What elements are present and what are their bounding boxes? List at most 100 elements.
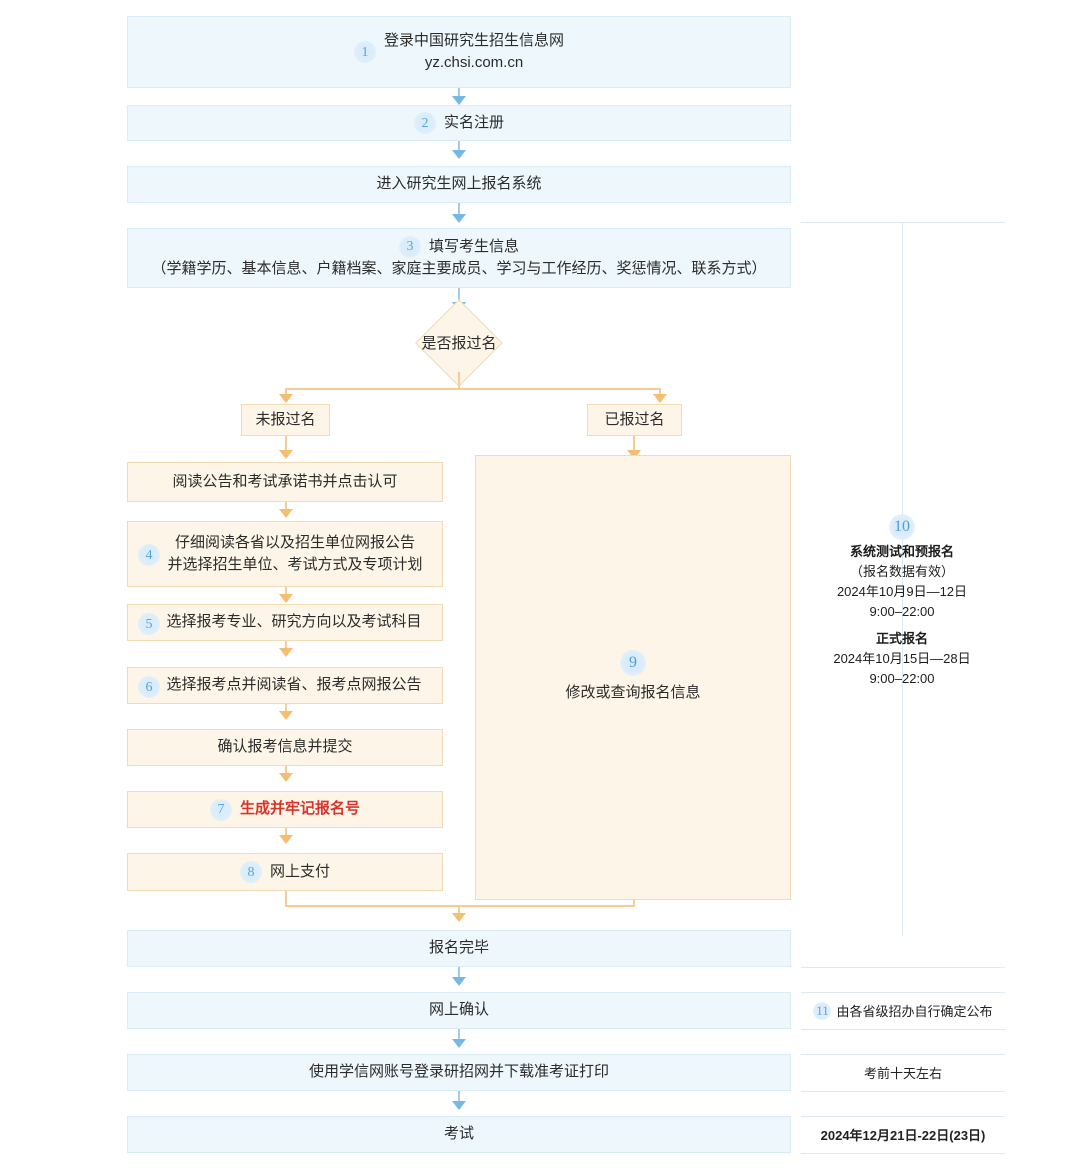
step-badge-5: 5 (138, 613, 160, 635)
merge-down-stem (458, 905, 460, 916)
panel-divider-top (801, 222, 1005, 223)
arrow-ls0-ls1 (279, 509, 293, 518)
connector-ls2-ls3 (285, 641, 287, 652)
schedule-row-exam-date: 2024年12月21日-22日(23日) (801, 1116, 1005, 1153)
step-9-label: 修改或查询报名信息 (565, 684, 701, 702)
branch-right-drop (659, 388, 661, 398)
connector-tail0-tail1 (458, 967, 460, 981)
connector-ls5-ls6 (285, 828, 287, 839)
left-step-step-7: 7 生成并牢记报名号 (127, 791, 443, 828)
connector-ls4-ls5 (285, 766, 287, 777)
step-badge-6: 6 (138, 676, 160, 698)
flow-node-step-9: 9 修改或查询报名信息 (475, 455, 791, 900)
enter-system-label: 进入研究生网上报名系统 (376, 175, 542, 193)
tail-step-2-label: 使用学信网账号登录研招网并下载准考证打印 (308, 1063, 609, 1081)
arrow-ls3-ls4 (279, 711, 293, 720)
arrow-ls2-ls3 (279, 648, 293, 657)
branch-node-already-registered: 已报过名 (587, 404, 682, 436)
step-2-label: 实名注册 (443, 113, 504, 131)
connector-branch-right-down (633, 436, 635, 452)
step-badge-8: 8 (239, 861, 262, 883)
schedule-title-pre-registration: 系统测试和预报名 (849, 544, 954, 559)
left-step-1-line-1: 并选择招生单位、考试方式及专项计划 (167, 556, 423, 573)
arrow-ls1-ls2 (279, 594, 293, 603)
panel-divider-row-2-top (801, 1091, 1005, 1092)
flow-node-step-1: 1 登录中国研究生招生信息网 yz.chsi.com.cn (127, 16, 791, 88)
connector-tail1-tail2 (458, 1029, 460, 1043)
left-step-1-line-0: 仔细阅读各省以及招生单位网报公告 (174, 533, 415, 551)
flow-node-download-admit-card: 使用学信网账号登录研招网并下载准考证打印 (127, 1054, 791, 1091)
merge-right-stem (633, 900, 635, 907)
connector-ls0-ls1 (285, 502, 287, 513)
tail-step-0-label: 报名完毕 (428, 939, 489, 957)
step-badge-11: 11 (813, 1001, 832, 1020)
arrow-tail1-tail2 (452, 1039, 466, 1048)
decision-stem (458, 372, 460, 389)
arrow-tail2-tail3 (452, 1101, 466, 1110)
panel-divider-row-1-mid (801, 1054, 1005, 1055)
arrow-to-branch-left (279, 394, 293, 403)
left-step-step-5: 5 选择报考专业、研究方向以及考试科目 (127, 604, 443, 641)
schedule-note-pre-registration: （报名数据有效） (849, 564, 954, 580)
left-step-6-line-0: 网上支付 (269, 862, 330, 880)
left-step-step-6: 6 选择报考点并阅读省、报考点网报公告 (127, 667, 443, 704)
left-step-1-text: 仔细阅读各省以及招生单位网报公告 并选择招生单位、考试方式及专项计划 (147, 532, 422, 577)
flow-node-online-confirmation: 网上确认 (127, 992, 791, 1029)
connector-ls1-ls2 (285, 587, 287, 598)
panel-vertical-divider (902, 222, 903, 936)
tail-step-3-label: 考试 (443, 1125, 474, 1143)
arrow-ls4-ls5 (279, 773, 293, 782)
branch-right-label: 已报过名 (604, 410, 665, 428)
panel-divider-row-2-mid (801, 1116, 1005, 1117)
connector-enter-to-3 (458, 203, 460, 219)
arrow-to-branch-right (653, 394, 667, 403)
decision-label: 是否报过名 (421, 334, 497, 352)
left-step-read-announcement: 阅读公告和考试承诺书并点击认可 (127, 462, 443, 502)
left-step-3-line-0: 选择报考点并阅读省、报考点网报公告 (166, 676, 422, 694)
step-3-title-row: 3 填写考生信息 (398, 235, 519, 259)
arrow-branch-left-down (279, 450, 293, 459)
step-3-line-2: （学籍学历、基本信息、户籍档案、家庭主要成员、学习与工作经历、奖惩情况、联系方式… (151, 260, 767, 277)
branch-left-label: 未报过名 (255, 410, 316, 428)
arrow-tail0-tail1 (452, 977, 466, 986)
branch-node-not-registered: 未报过名 (241, 404, 330, 436)
flow-node-step-3: 3 填写考生信息 （学籍学历、基本信息、户籍档案、家庭主要成员、学习与工作经历、… (127, 228, 791, 288)
tail-step-1-label: 网上确认 (428, 1001, 489, 1019)
step-badge-4: 4 (138, 544, 160, 566)
arrow-enter-to-3 (452, 214, 466, 223)
flow-node-enter-system: 进入研究生网上报名系统 (127, 166, 791, 203)
schedule-row-1-text: 考前十天左右 (863, 1066, 942, 1081)
schedule-title-formal-registration: 正式报名 (875, 630, 928, 646)
panel-divider-row-1-top (801, 1029, 1005, 1030)
connector-1-to-2 (458, 88, 460, 100)
schedule-row-admit-card: 考前十天左右 (801, 1054, 1005, 1091)
step-badge-10: 10 (889, 514, 915, 540)
branch-left-drop (285, 388, 287, 398)
step-3-line-1: 填写考生信息 (428, 237, 519, 255)
step-1-line-1: 登录中国研究生招生信息网 (383, 31, 564, 49)
flow-node-registration-complete: 报名完毕 (127, 930, 791, 967)
step-badge-7: 7 (209, 798, 232, 821)
left-step-step-4: 4 仔细阅读各省以及招生单位网报公告 并选择招生单位、考试方式及专项计划 (127, 521, 443, 587)
panel-divider-row-0-bottom (801, 992, 1005, 993)
connector-branch-left-down (285, 436, 287, 452)
step-badge-2: 2 (413, 112, 436, 134)
step-badge-1: 1 (353, 41, 376, 63)
schedule-row-confirmation: 11 由各省级招办自行确定公布 (801, 992, 1005, 1029)
flow-node-exam: 考试 (127, 1116, 791, 1153)
schedule-date-pre-registration: 2024年10月9日—12日 (836, 584, 968, 600)
left-step-0-line-0: 阅读公告和考试承诺书并点击认可 (172, 472, 398, 490)
arrow-branch-right-down (627, 450, 641, 459)
step-badge-9: 9 (620, 650, 646, 677)
arrow-1-to-2 (452, 96, 466, 105)
schedule-row-2-text: 2024年12月21日-22日(23日) (820, 1128, 986, 1143)
panel-divider-row-0-top (801, 967, 1005, 968)
connector-ls3-ls4 (285, 704, 287, 715)
schedule-row-0-text: 由各省级招办自行确定公布 (836, 1004, 993, 1019)
merge-left-stem (285, 891, 287, 907)
schedule-time-pre-registration: 9:00–22:00 (869, 604, 935, 620)
step-badge-3: 3 (398, 235, 421, 258)
schedule-block-10: 系统测试和预报名 （报名数据有效） 2024年10月9日—12日 9:00–22… (797, 542, 1007, 689)
left-step-confirm-submit: 确认报考信息并提交 (127, 729, 443, 766)
